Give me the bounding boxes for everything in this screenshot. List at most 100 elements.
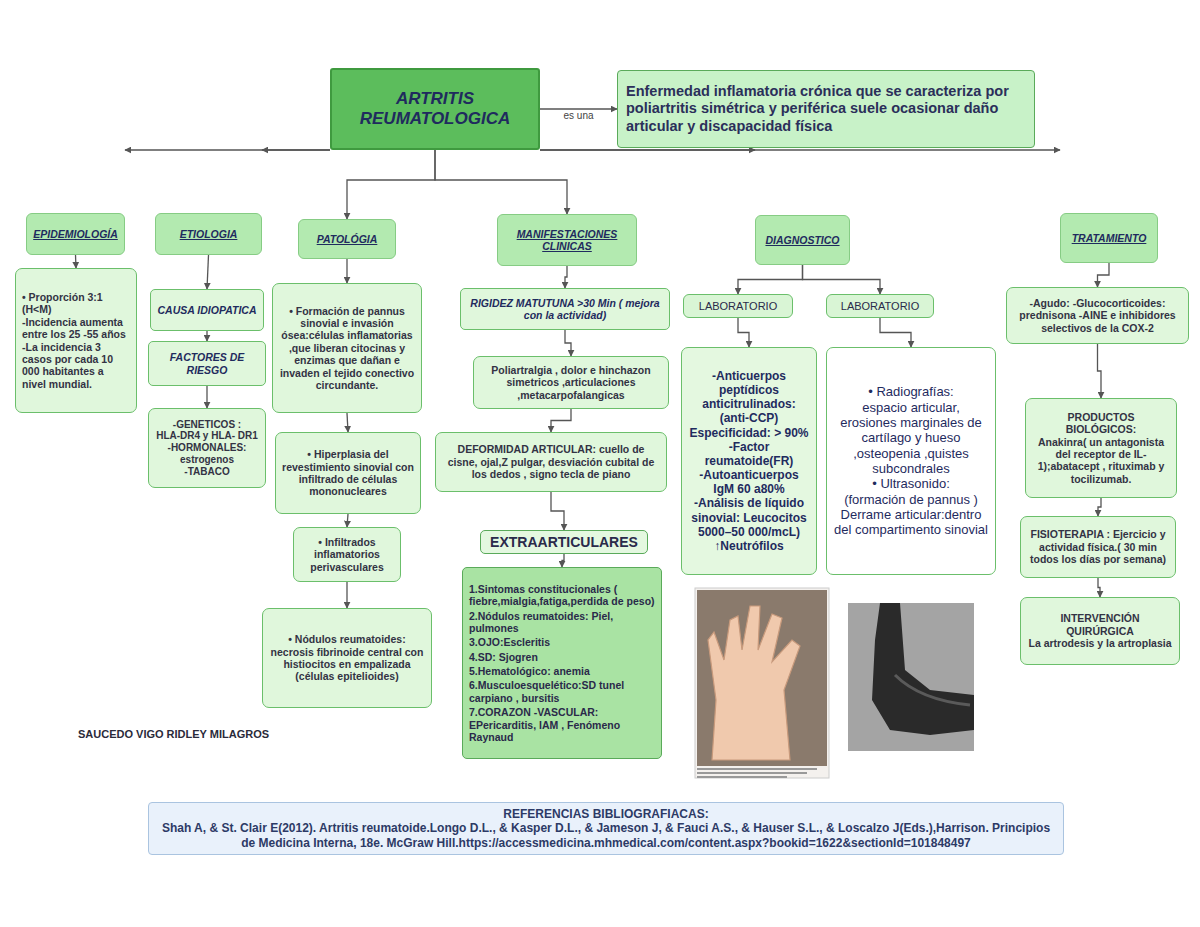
branch-heading: ETIOLOGIA [155, 213, 262, 255]
node-text: • Proporción 3:1 (H<M) [22, 291, 130, 316]
content-box: • Infiltrados inflamatorios perivascular… [293, 527, 401, 582]
node-text: Especificidad: > 90% [688, 426, 810, 440]
node-text: -Incidencia aumenta entre los 25 -55 año… [22, 316, 130, 341]
connector-arrow [1098, 578, 1100, 597]
node-text: EPIDEMIOLOGÍA [32, 228, 119, 240]
branch-heading: MANIFESTACIONES CLINICAS [497, 214, 637, 266]
node-text: espacio articular, erosiones marginales … [833, 400, 989, 477]
references-box: REFERENCIAS BIBLIOGRAFIACAS:Shah A, & St… [148, 802, 1064, 855]
node-text: ETIOLOGIA [161, 228, 256, 240]
connector-arrow [346, 259, 347, 283]
list-box: 1.Sintomas constitucionales ( fiebre,mia… [462, 567, 662, 759]
node-text: CAUSA IDIOPATICA [156, 304, 258, 316]
content-box: • Hiperplasia del revestimiento sinovial… [275, 432, 421, 514]
joint-line [895, 675, 970, 705]
node-text: 7.CORAZON -VASCULAR: EPericarditis, IAM … [469, 706, 655, 743]
node-text: 4.SD: Sjogren [469, 651, 655, 663]
connector-arrow [1098, 344, 1102, 398]
node-text: • Nódulos reumatoides: necrosis fibrinoi… [269, 633, 425, 683]
node-text: Derrame articular:dentro del compartimen… [833, 507, 989, 538]
node-text: • Infiltrados inflamatorios perivascular… [300, 536, 394, 573]
node-text: • Radiografías: [833, 384, 989, 399]
node-text: FISIOTERAPIA : Ejercicio y actividad fís… [1027, 528, 1169, 565]
node-text: DIAGNOSTICO [761, 234, 844, 246]
node-text: -La incidencia 3 casos por cada 10 000 h… [22, 341, 130, 391]
branch-heading: DIAGNOSTICO [755, 215, 850, 265]
connector-arrow [207, 255, 209, 289]
connector-arrow [551, 409, 571, 432]
branch-heading: PATOLÓGIA [298, 219, 396, 259]
node-text: 1.Sintomas constitucionales ( fiebre,mia… [469, 583, 655, 608]
content-box: -Anticuerpos peptídicos anticitrulinados… [681, 347, 817, 575]
subheading-box: LABORATORIO [826, 294, 934, 318]
node-text: Poliartralgia , dolor e hinchazon simetr… [480, 364, 662, 401]
node-text: DEFORMIDAD ARTICULAR: cuello de cisne, o… [442, 443, 660, 480]
caption-line [697, 776, 787, 778]
content-box: • Formación de pannus sinovial e invasió… [272, 283, 422, 413]
connector-arrow [565, 266, 567, 288]
content-box: Poliartralgia , dolor e hinchazon simetr… [473, 356, 669, 409]
edge-label: es una [561, 110, 595, 121]
node-text: Enfermedad inflamatoria crónica que se c… [626, 83, 1026, 134]
bone-shape [872, 603, 974, 735]
connector-arrow [1098, 498, 1101, 516]
content-box: CAUSA IDIOPATICA [150, 289, 264, 331]
caption-line [697, 772, 807, 774]
subheading-box: EXTRAARTICULARES [480, 530, 648, 554]
connector-arrow [738, 265, 803, 294]
content-box: PRODUCTOS BIOLÓGICOS:Anakinra( un antago… [1025, 398, 1177, 498]
subheading-box: LABORATORIO [683, 294, 793, 318]
node-text: -GENETICOS : [155, 419, 259, 431]
caption-line [697, 768, 817, 770]
node-text: (formación de pannus ) [833, 492, 989, 507]
node-text: • Formación de pannus sinovial e invasió… [279, 305, 415, 392]
node-text: -Análisis de líquido sinovial: Leucocito… [688, 496, 810, 538]
connector-arrow [551, 492, 564, 530]
connector-arrow [540, 149, 1060, 150]
node-text: -Anticuerpos peptídicos anticitrulinados… [688, 369, 810, 426]
node-text: PATOLÓGIA [304, 233, 390, 245]
content-box: RIGIDEZ MATUTUNA >30 Min ( mejora con la… [460, 288, 670, 330]
node-text: -TABACO [155, 466, 259, 478]
hand-photo [695, 588, 829, 778]
connector-arrow [565, 330, 571, 356]
node-text: -HORMONALES: [155, 442, 259, 454]
node-text: HLA-DR4 y HLA- DR1 [155, 430, 259, 442]
xray-photo [848, 603, 974, 751]
content-box: • Radiografías:espacio articular, erosio… [826, 347, 996, 575]
connector-arrow [347, 514, 348, 527]
node-text: -Factor reumatoide(FR) [688, 440, 810, 468]
node-text: -Autoanticuerpos IgM 60 a80% [688, 468, 810, 496]
node-text: ↑Neutrófilos [688, 539, 810, 553]
node-text: REFERENCIAS BIBLIOGRAFIACAS: [159, 807, 1053, 821]
connector-arrow [347, 150, 435, 219]
node-text: INTERVENCIÓN QUIRÚRGICA [1027, 612, 1173, 637]
node-text: ARTRITIS REUMATOLOGICA [346, 89, 524, 129]
node-text: TRATAMIENTO [1066, 232, 1152, 244]
connector-arrow [1098, 263, 1110, 287]
connector-arrow [880, 318, 911, 347]
connector-arrow [346, 582, 347, 608]
node-text: MANIFESTACIONES CLINICAS [503, 228, 631, 253]
connector-arrow [206, 386, 207, 408]
connector-arrow [262, 149, 330, 150]
node-text: Anakinra( un antagonista del receptor de… [1032, 436, 1170, 486]
definition-box: Enfermedad inflamatoria crónica que se c… [617, 70, 1035, 148]
node-text: • Hiperplasia del revestimiento sinovial… [282, 448, 414, 498]
connector-arrow [347, 413, 348, 432]
photo-frame [848, 603, 974, 751]
connector-arrow [435, 150, 567, 214]
photo-frame [695, 588, 829, 778]
connector-arrow [738, 318, 749, 347]
connector-arrow [125, 149, 330, 150]
node-text: 6.Musculoesquelético:SD tunel carpiano ,… [469, 679, 655, 704]
node-text: PRODUCTOS BIOLÓGICOS: [1032, 411, 1170, 436]
node-text: • Ultrasonido: [833, 476, 989, 491]
content-box: INTERVENCIÓN QUIRÚRGICALa artrodesis y l… [1020, 597, 1180, 665]
content-box: • Proporción 3:1 (H<M)-Incidencia aument… [15, 268, 137, 413]
content-box: DEFORMIDAD ARTICULAR: cuello de cisne, o… [435, 432, 667, 492]
node-text: FACTORES DE RIESGO [154, 351, 260, 376]
node-text: LABORATORIO [831, 300, 929, 313]
connector-arrow [803, 265, 881, 294]
